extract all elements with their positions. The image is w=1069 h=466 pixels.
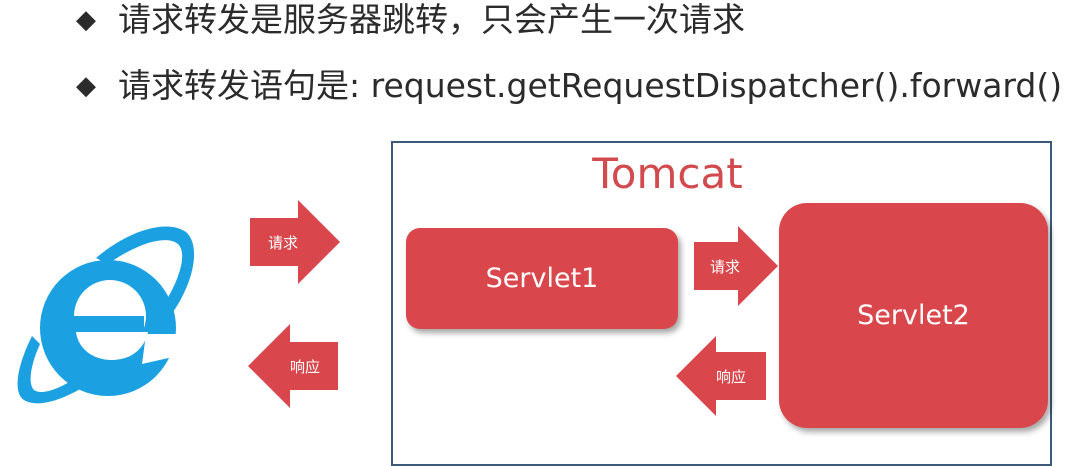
diamond-bullet-icon: ◆ xyxy=(76,70,96,101)
forward-request-arrow: 请求 xyxy=(694,226,784,306)
forward-request-label: 请求 xyxy=(709,257,740,276)
servlet2-box: Servlet2 xyxy=(779,203,1048,428)
response-arrow-to-client: 响应 xyxy=(248,324,338,408)
request-arrow-to-server: 请求 xyxy=(250,200,340,284)
bullet-item-2: ◆ 请求转发语句是: request.getRequestDispatcher(… xyxy=(76,69,1062,102)
bullet-text-1: 请求转发是服务器跳转，只会产生一次请求 xyxy=(118,0,745,39)
request-label: 请求 xyxy=(267,233,298,252)
servlet1-box: Servlet1 xyxy=(406,228,678,329)
tomcat-title-text: Tomcat xyxy=(592,149,743,198)
bullet-text-2: 请求转发语句是: request.getRequestDispatcher().… xyxy=(118,66,1063,105)
internet-explorer-icon xyxy=(17,226,195,404)
servlet-response-label: 响应 xyxy=(715,367,746,386)
response-label: 响应 xyxy=(289,357,320,376)
servlet-response-arrow: 响应 xyxy=(676,336,766,416)
diamond-bullet-icon: ◆ xyxy=(76,4,96,35)
bullet-item-1: ◆ 请求转发是服务器跳转，只会产生一次请求 xyxy=(76,3,745,36)
servlet2-label: Servlet2 xyxy=(857,300,970,331)
servlet1-label: Servlet1 xyxy=(485,263,599,294)
tomcat-title: Tomcat xyxy=(391,148,1052,200)
